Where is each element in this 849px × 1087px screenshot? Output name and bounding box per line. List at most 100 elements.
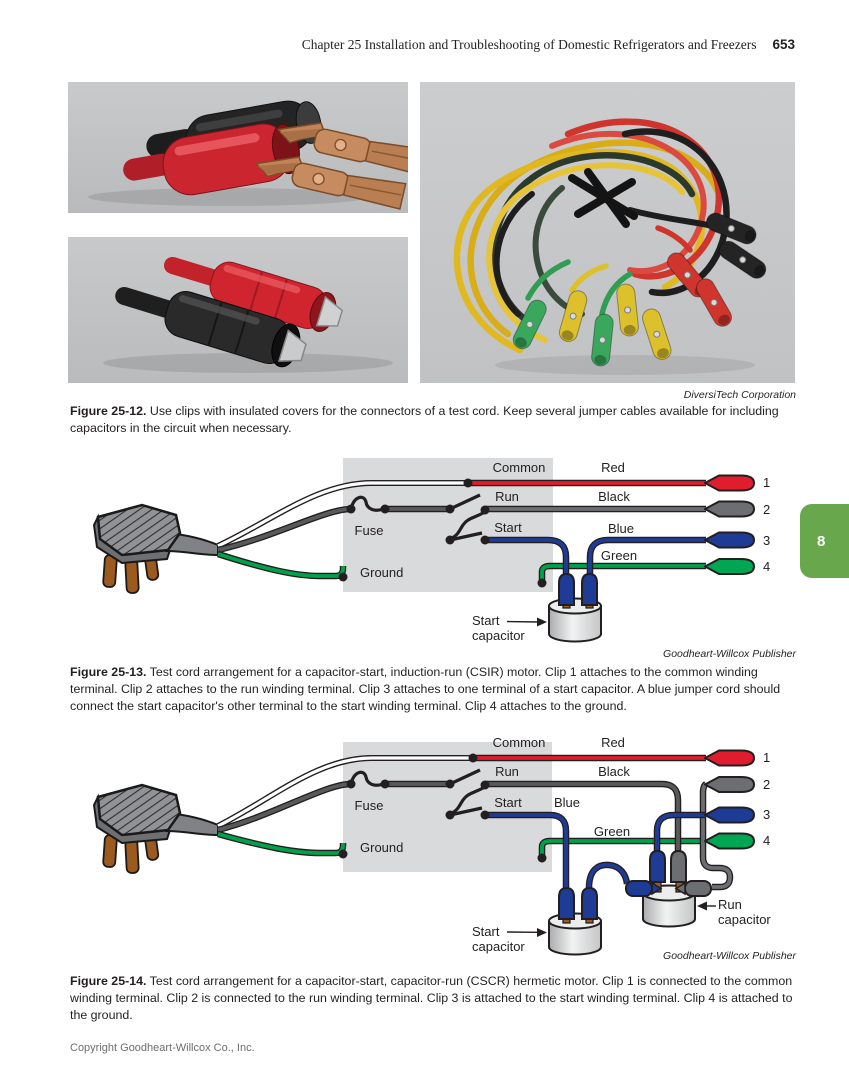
red-insulated-cover xyxy=(123,123,300,196)
test-clip-1 xyxy=(704,474,755,492)
clip-number-3: 3 xyxy=(763,807,770,822)
label-common: Common xyxy=(493,735,546,750)
black-wire-and-fuse xyxy=(217,768,486,834)
test-clip-2 xyxy=(704,776,755,793)
label-green: Green xyxy=(601,548,637,563)
gray-clip-cover xyxy=(670,850,687,883)
label-start-capacitor-2: capacitor xyxy=(472,939,525,954)
start-capacitor-arrow xyxy=(506,617,547,627)
fuse-element xyxy=(349,770,386,787)
figure-25-13-text: Test cord arrangement for a capacitor-st… xyxy=(70,665,781,713)
fuse-element xyxy=(349,495,386,512)
label-black: Black xyxy=(598,489,630,504)
figure-25-14-text: Test cord arrangement for a capacitor-st… xyxy=(70,974,793,1022)
switch-blade-run xyxy=(449,768,481,786)
switch-box xyxy=(343,742,552,872)
chapter-tab-number: 8 xyxy=(817,532,826,550)
label-ground: Ground xyxy=(360,840,403,855)
white-wire xyxy=(216,480,468,549)
run-capacitor-arrow xyxy=(697,901,716,911)
label-run-capacitor-2: capacitor xyxy=(718,912,771,927)
diagram-csir-test-cord: Common Red Run Black Fuse Start Blue Gre… xyxy=(92,458,770,643)
blue-horizontal-clip xyxy=(625,880,653,897)
clip-number-4: 4 xyxy=(763,559,770,574)
power-plug xyxy=(92,503,219,594)
caption-figure-25-13: Figure 25-13. Test cord arrangement for … xyxy=(70,664,797,715)
black-covered-clip xyxy=(115,286,307,368)
label-start-capacitor-2: capacitor xyxy=(472,628,525,643)
label-black: Black xyxy=(598,764,630,779)
wire-tie xyxy=(568,168,638,228)
label-blue: Blue xyxy=(608,521,634,536)
label-common: Common xyxy=(493,460,546,475)
label-run-capacitor-1: Run xyxy=(718,897,742,912)
switch-blade-start xyxy=(449,531,483,542)
gray-jumper-from-clip-2 xyxy=(699,781,734,891)
figure-25-13-label: Figure 25-13. xyxy=(70,665,147,679)
white-wire xyxy=(216,755,473,829)
clip-number-1: 1 xyxy=(763,475,770,490)
test-clip-3 xyxy=(704,806,755,824)
credit-goodheart-1: Goodheart-Willcox Publisher xyxy=(663,648,796,660)
switch-blade-run xyxy=(449,493,481,511)
copyright-footer: Copyright Goodheart-Willcox Co., Inc. xyxy=(70,1042,255,1054)
blue-clip-cover xyxy=(581,573,598,606)
clip-number-2: 2 xyxy=(763,502,770,517)
photo-insulated-alligator-clips xyxy=(68,237,408,383)
label-start: Start xyxy=(494,520,522,535)
wire-coil xyxy=(453,118,735,354)
label-start-capacitor-1: Start xyxy=(472,924,500,939)
blue-start-wires xyxy=(485,536,706,575)
junction-dots xyxy=(338,478,547,588)
credit-diversitech: DiversiTech Corporation xyxy=(683,389,796,401)
blue-wires xyxy=(485,811,706,889)
chapter-side-tab: 8 xyxy=(800,504,849,578)
red-covered-clip xyxy=(163,256,344,332)
photo-clip-covers-and-copper-clips xyxy=(68,82,408,213)
label-run: Run xyxy=(495,764,519,779)
blue-clip-cover xyxy=(649,850,666,883)
caption-figure-25-14: Figure 25-14. Test cord arrangement for … xyxy=(70,973,797,1024)
gray-run-wire-to-run-capacitor xyxy=(485,780,682,852)
label-ground: Ground xyxy=(360,565,403,580)
start-capacitor-arrow xyxy=(506,928,547,937)
credit-goodheart-2: Goodheart-Willcox Publisher xyxy=(663,950,796,962)
start-capacitor xyxy=(548,887,602,956)
green-ground-wires xyxy=(217,550,706,581)
test-clip-3 xyxy=(704,531,755,549)
figure-25-12-text: Use clips with insulated covers for the … xyxy=(70,404,779,435)
page-header: Chapter 25 Installation and Troubleshoot… xyxy=(0,37,795,53)
gray-horizontal-clip xyxy=(684,880,712,897)
blue-clip-jaw xyxy=(651,881,663,896)
switch-blade-start xyxy=(449,806,483,817)
run-capacitor xyxy=(625,850,712,928)
label-blue: Blue xyxy=(554,795,580,810)
shadow xyxy=(103,353,393,373)
label-start: Start xyxy=(494,795,522,810)
test-clip-1 xyxy=(704,749,755,767)
start-capacitor xyxy=(548,573,602,643)
label-run: Run xyxy=(495,489,519,504)
label-red: Red xyxy=(601,460,625,475)
blue-clip-cover xyxy=(558,887,575,920)
test-clip-4 xyxy=(704,558,755,575)
label-fuse: Fuse xyxy=(355,798,384,813)
label-red: Red xyxy=(601,735,625,750)
figure-25-12-label: Figure 25-12. xyxy=(70,404,147,418)
figure-25-14-label: Figure 25-14. xyxy=(70,974,147,988)
page-number: 653 xyxy=(772,37,795,52)
clip-number-1: 1 xyxy=(763,750,770,765)
black-wire-and-fuse xyxy=(217,493,486,554)
diagram-cscr-test-cord: Common Red Run Black Fuse Start Blue Gre… xyxy=(92,735,771,956)
junction-dots xyxy=(338,753,547,863)
clip-number-2: 2 xyxy=(763,777,770,792)
green-ground-wires xyxy=(217,830,706,857)
clip-number-3: 3 xyxy=(763,533,770,548)
caption-figure-25-12: Figure 25-12. Use clips with insulated c… xyxy=(70,403,797,437)
clip-number-4: 4 xyxy=(763,833,770,848)
blue-clip-cover xyxy=(558,573,575,606)
shadow xyxy=(88,188,368,206)
test-clip-2 xyxy=(704,500,755,518)
shadow xyxy=(495,355,755,375)
